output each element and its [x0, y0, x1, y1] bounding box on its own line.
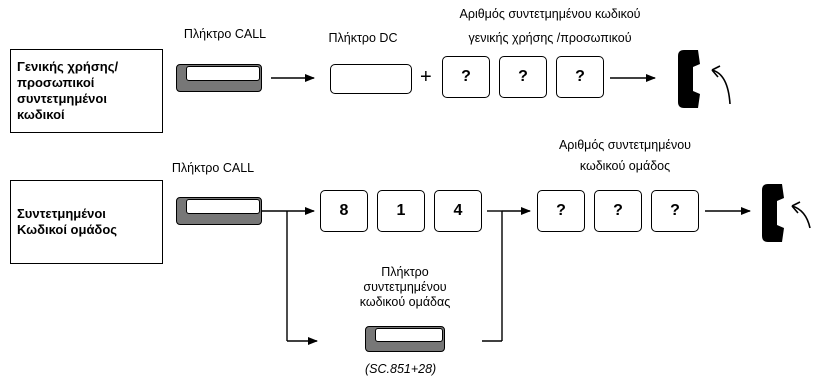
plus-sign: + — [420, 66, 432, 88]
phone-handset-icon — [762, 184, 811, 242]
group-code-label-2: κωδικού ομάδος — [579, 159, 671, 173]
group-key-3[interactable]: ? — [651, 190, 699, 232]
group-key-label: Πλήκτρο συντετμημένου κωδικού ομάδας — [359, 265, 451, 309]
code-key-2[interactable]: ? — [499, 56, 547, 98]
code-key-1[interactable]: ? — [442, 56, 490, 98]
group-codes-box: Συντετμημένοι Κωδικοί ομάδος — [10, 180, 163, 264]
call-key-label-1: Πλήκτρο CALL — [183, 27, 267, 41]
group-key-2[interactable]: ? — [594, 190, 642, 232]
group-shortcode-key[interactable] — [365, 326, 445, 352]
digit-key-8[interactable]: 8 — [320, 190, 368, 232]
phone-handset-icon — [678, 50, 731, 108]
general-code-label-1: Αριθμός συντετμημένου κωδικού — [459, 7, 641, 21]
call-key-2[interactable] — [176, 197, 262, 225]
call-key-1[interactable] — [176, 64, 262, 92]
dc-key-label: Πλήκτρο DC — [328, 31, 398, 45]
code-key-3[interactable]: ? — [556, 56, 604, 98]
group-code-label-1: Αριθμός συντετμημένου — [558, 138, 692, 152]
group-key-1[interactable]: ? — [537, 190, 585, 232]
digit-key-1[interactable]: 1 — [377, 190, 425, 232]
general-codes-box: Γενικής χρήσης/ προσωπικοί συντετμημένοι… — [10, 49, 163, 133]
general-code-label-2: γενικής χρήσης /προσωπικού — [468, 31, 632, 45]
sc-reference-note: (SC.851+28) — [365, 362, 437, 376]
dc-key[interactable] — [330, 64, 412, 94]
call-key-label-2: Πλήκτρο CALL — [171, 161, 255, 175]
digit-key-4[interactable]: 4 — [434, 190, 482, 232]
